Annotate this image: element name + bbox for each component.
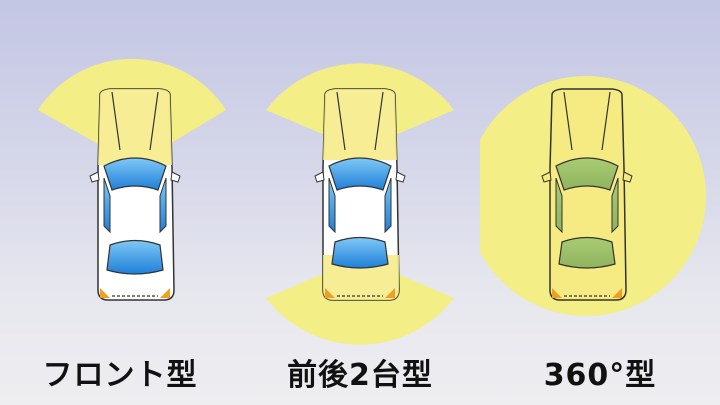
panel-front: フロント型 [0, 0, 240, 405]
front-diagram [38, 58, 226, 301]
caption-front-rear: 前後2台型 [287, 358, 433, 393]
rear-coverage-sector [266, 258, 454, 345]
car-360 [541, 88, 633, 301]
caption-360: 360°型 [543, 358, 657, 393]
caption-front: フロント型 [42, 358, 198, 393]
front-rear-diagram [266, 63, 454, 345]
car-front [89, 88, 181, 301]
car-front-rear [314, 88, 406, 301]
panel-front-rear: 前後2台型 [240, 0, 480, 405]
full-diagram [480, 76, 706, 316]
panel-360: 360°型 [480, 0, 720, 405]
